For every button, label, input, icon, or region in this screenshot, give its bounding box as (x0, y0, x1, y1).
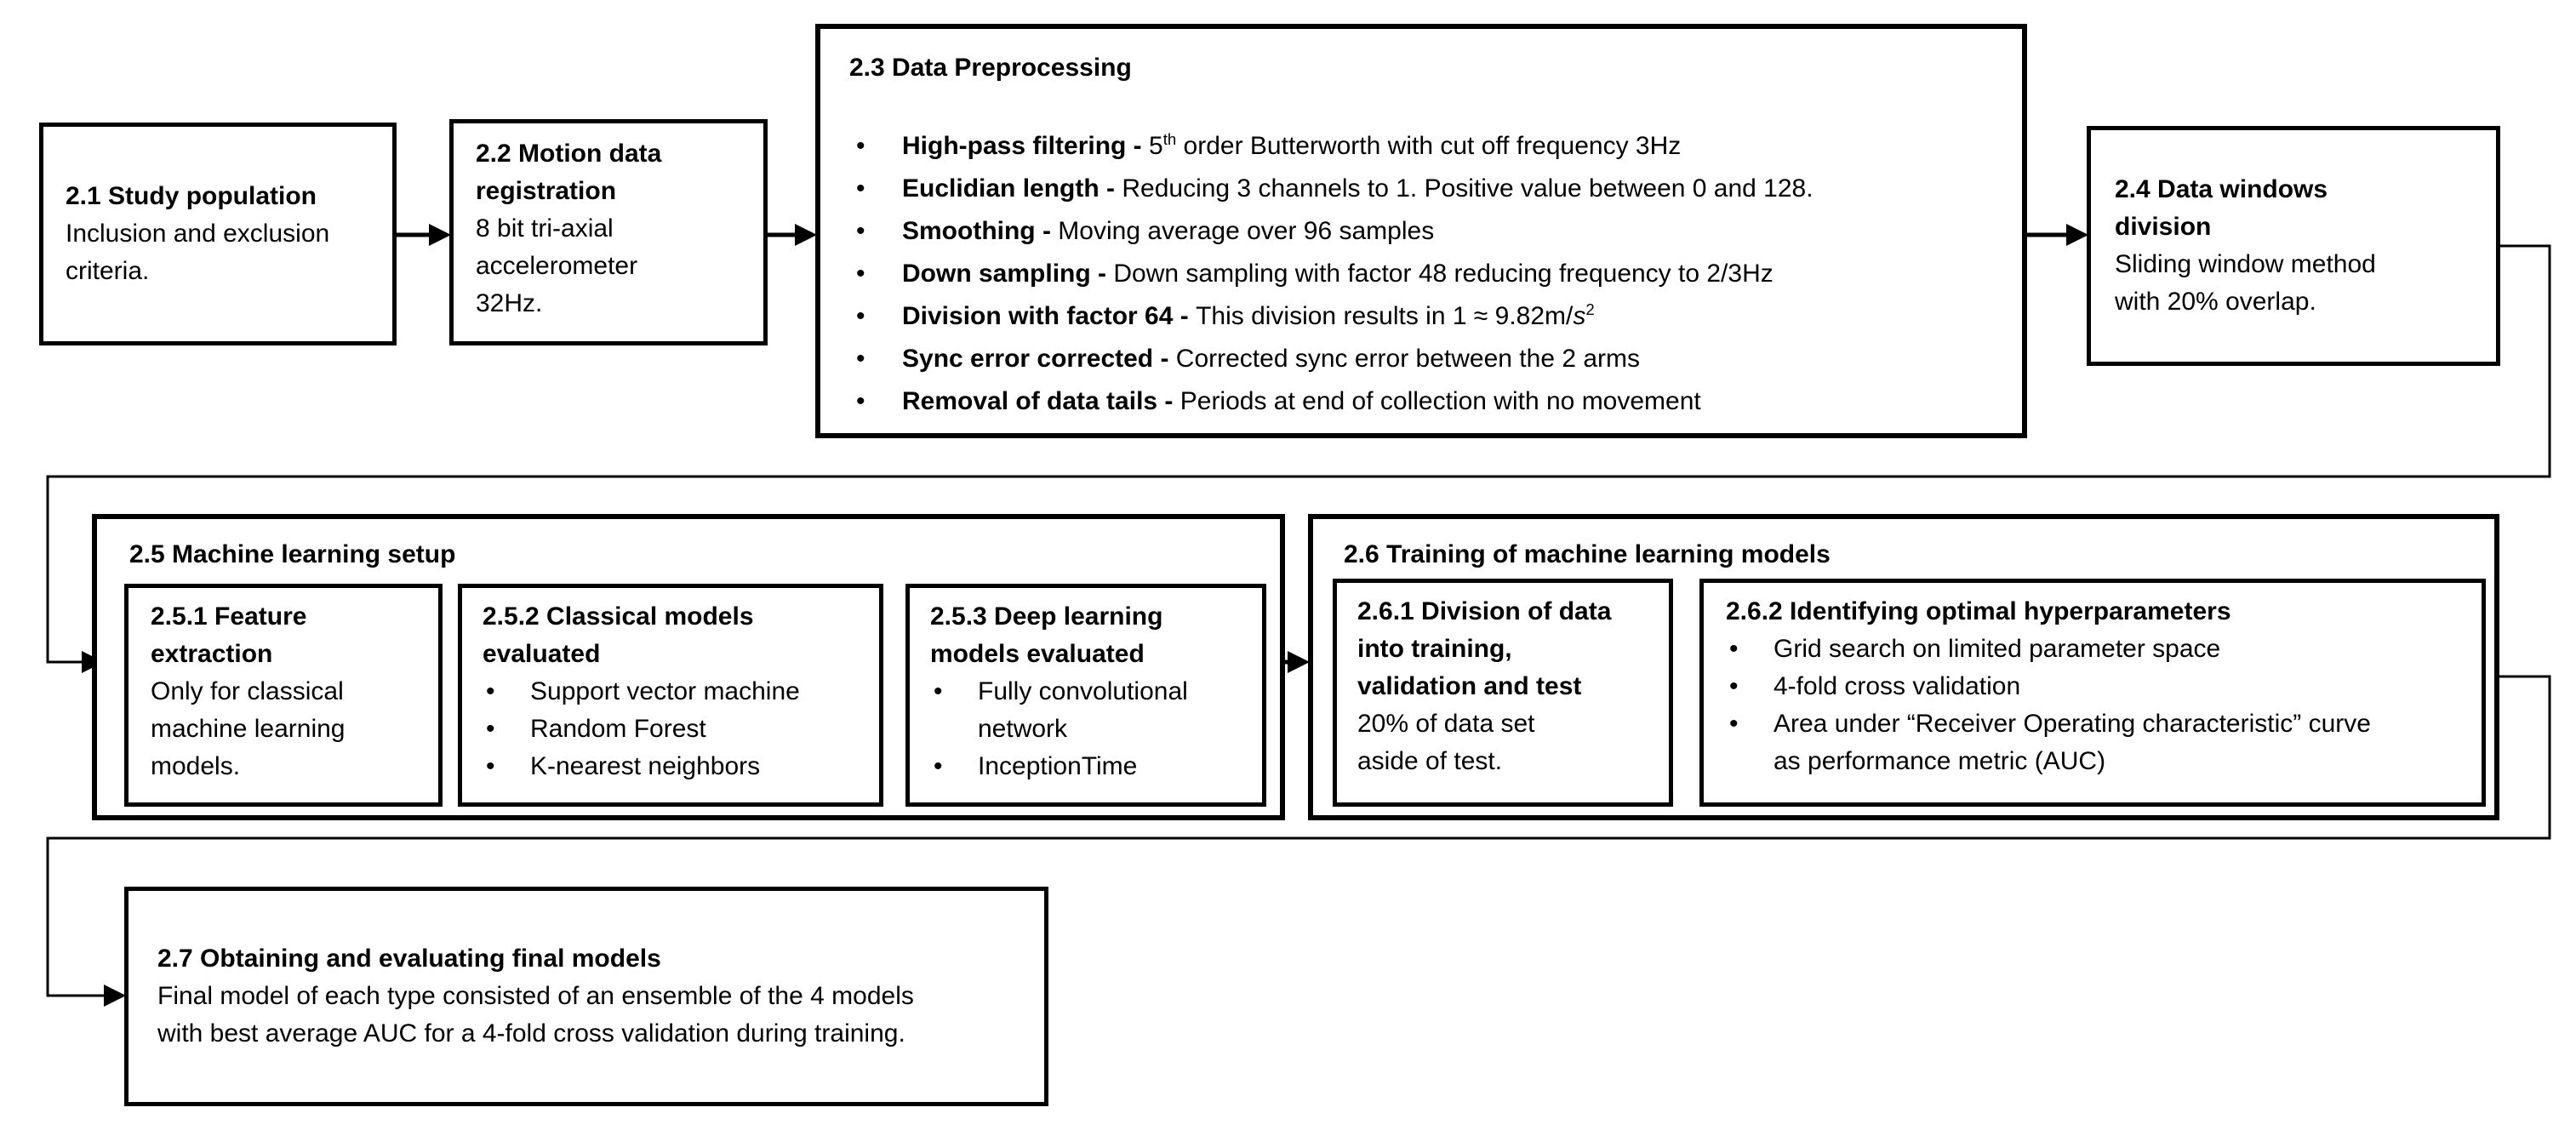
connector-2-6-to-2-7 (46, 675, 2551, 997)
box-2-5-3-title: 2.5.3 Deep learning models evaluated (930, 602, 1163, 668)
bullet-item: Division with factor 64 - This division … (849, 298, 1993, 335)
bullet-item: Fully convolutional network (930, 673, 1242, 748)
arrowhead-2-3-to-2-4 (2066, 224, 2088, 246)
connector-2-4-to-2-5 (46, 244, 2551, 664)
box-2-2-title: 2.2 Motion data registration (476, 140, 662, 205)
box-2-6-1-body: 20% of data set aside of test. (1357, 710, 1535, 775)
bullet-item: InceptionTime (930, 748, 1242, 785)
box-2-1-study-population: 2.1 Study population Inclusion and exclu… (39, 123, 397, 345)
arrowhead-2-2-to-2-3 (795, 224, 817, 246)
box-2-5-2-bullet-list: Support vector machineRandom ForestK-nea… (483, 673, 859, 785)
box-2-6-2-hyperparameters: 2.6.2 Identifying optimal hyperparameter… (1699, 579, 2486, 807)
box-2-7-final-models: 2.7 Obtaining and evaluating final model… (124, 887, 1048, 1106)
box-2-5-1-body: Only for classical machine learning mode… (151, 677, 346, 780)
box-2-4-data-windows-division: 2.4 Data windows division Sliding window… (2087, 126, 2500, 366)
box-2-7-body: Final model of each type consisted of an… (157, 982, 914, 1048)
box-2-6-1-data-division: 2.6.1 Division of data into training, va… (1333, 579, 1673, 807)
box-2-7-title: 2.7 Obtaining and evaluating final model… (157, 945, 661, 973)
bullet-item: Euclidian length - Reducing 3 channels t… (849, 170, 1993, 208)
bullet-item: K-nearest neighbors (483, 748, 859, 785)
bullet-item: High-pass filtering - 5th order Butterwo… (849, 128, 1993, 165)
bullet-item: Area under “Receiver Operating character… (1726, 705, 2381, 780)
bullet-item: Sync error corrected - Corrected sync er… (849, 340, 1993, 378)
box-2-4-title: 2.4 Data windows division (2115, 175, 2328, 241)
box-2-6-2-title: 2.6.2 Identifying optimal hyperparameter… (1726, 597, 2231, 625)
box-2-5-3-deep-learning-models: 2.5.3 Deep learning models evaluated Ful… (905, 584, 1266, 807)
box-2-6-title: 2.6 Training of machine learning models (1344, 540, 1831, 568)
arrowhead-2-6-to-2-7 (104, 985, 126, 1007)
bullet-item: 4-fold cross validation (1726, 668, 2381, 705)
box-2-1-body: Inclusion and exclusion criteria. (66, 220, 330, 285)
box-2-2-motion-data-registration: 2.2 Motion data registration 8 bit tri-a… (449, 119, 768, 345)
box-2-3-data-preprocessing: 2.3 Data Preprocessing High-pass filteri… (815, 24, 2027, 438)
bullet-item: Grid search on limited parameter space (1726, 631, 2381, 668)
bullet-item: Smoothing - Moving average over 96 sampl… (849, 213, 1993, 250)
box-2-4-body: Sliding window method with 20% overlap. (2115, 250, 2376, 316)
arrowhead-2-5-to-2-6 (1288, 651, 1310, 673)
arrowhead-2-1-to-2-2 (429, 224, 451, 246)
box-2-3-title: 2.3 Data Preprocessing (849, 54, 1132, 82)
box-2-6-1-title: 2.6.1 Division of data into training, va… (1357, 597, 1612, 700)
box-2-5-3-bullet-list: Fully convolutional networkInceptionTime (930, 673, 1242, 785)
bullet-item: Support vector machine (483, 673, 859, 711)
box-2-6-2-bullet-list: Grid search on limited parameter space4-… (1726, 631, 2381, 780)
box-2-2-body: 8 bit tri-axial accelerometer 32Hz. (476, 214, 638, 317)
box-2-5-1-title: 2.5.1 Feature extraction (151, 602, 307, 668)
box-2-5-1-feature-extraction: 2.5.1 Feature extraction Only for classi… (124, 584, 443, 807)
box-2-1-title: 2.1 Study population (66, 182, 317, 210)
bullet-item: Down sampling - Down sampling with facto… (849, 255, 1993, 293)
bullet-item: Removal of data tails - Periods at end o… (849, 383, 1993, 420)
bullet-item: Random Forest (483, 711, 859, 748)
box-2-3-bullet-list: High-pass filtering - 5th order Butterwo… (849, 128, 1993, 420)
box-2-5-2-classical-models: 2.5.2 Classical models evaluated Support… (458, 584, 883, 807)
box-2-5-title: 2.5 Machine learning setup (129, 540, 456, 568)
box-2-5-2-title: 2.5.2 Classical models evaluated (483, 602, 754, 668)
